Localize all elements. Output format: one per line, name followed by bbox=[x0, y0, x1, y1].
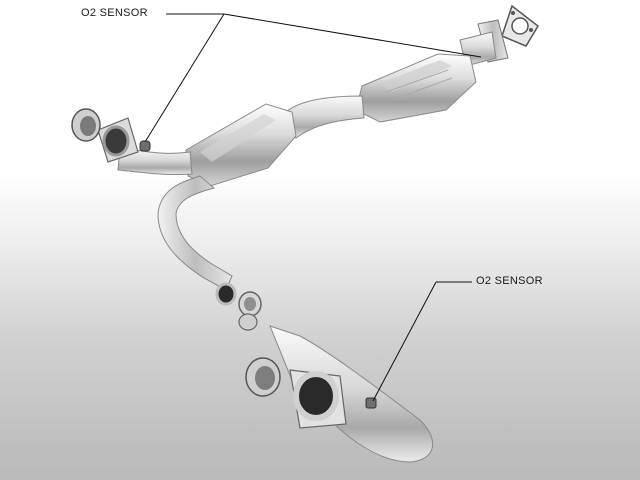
lower-flange bbox=[289, 369, 347, 429]
gasket-ring-left bbox=[71, 108, 101, 142]
gasket-ring-bottom bbox=[245, 357, 281, 397]
lower-pipe-section bbox=[269, 325, 434, 463]
rear-catalytic-converter bbox=[355, 53, 477, 123]
o2-sensor-label-top: O2 SENSOR bbox=[81, 7, 148, 19]
gasket-top-right bbox=[501, 4, 539, 47]
leader-top-to-front-sensor bbox=[144, 13, 225, 143]
front-catalytic-converter bbox=[185, 103, 297, 187]
leader-bottom-to-sensor bbox=[372, 281, 437, 402]
mid-pipe bbox=[285, 95, 365, 139]
y-pipe-branch bbox=[157, 175, 237, 306]
leader-lines bbox=[144, 13, 482, 402]
inlet-flange-left bbox=[97, 117, 139, 163]
leader-top-to-rear-sensor bbox=[223, 13, 482, 58]
pipe-clamp bbox=[238, 291, 262, 331]
o2-sensor-label-bottom: O2 SENSOR bbox=[476, 275, 543, 287]
o2-sensor-bung-top bbox=[139, 140, 151, 152]
inlet-pipe-left bbox=[117, 140, 193, 176]
o2-sensor-bung-bottom bbox=[365, 397, 377, 409]
